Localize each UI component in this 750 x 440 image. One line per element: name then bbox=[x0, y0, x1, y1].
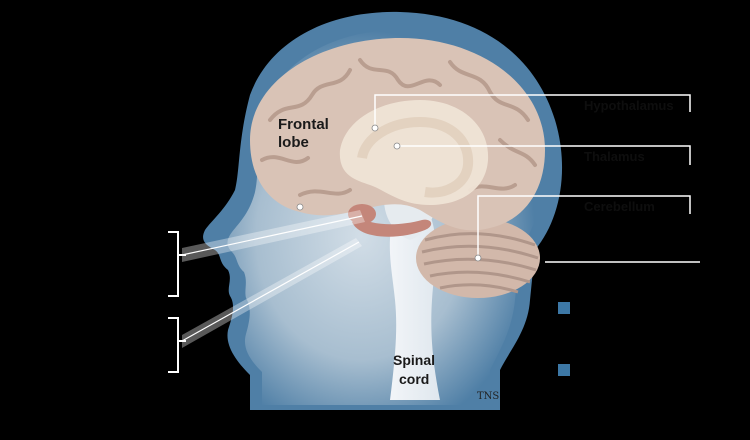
legend-swatch-2 bbox=[558, 364, 570, 376]
beam-line-lower bbox=[181, 241, 360, 342]
label-spinal-cord-2: cord bbox=[399, 371, 429, 387]
dot-thalamus bbox=[393, 142, 401, 150]
beam-line-upper bbox=[181, 215, 363, 256]
light-beam-upper bbox=[182, 210, 365, 262]
label-hypothalamus: Hypothalamus bbox=[584, 98, 674, 113]
label-cerebellum: Cerebellum bbox=[584, 199, 655, 214]
credit-tns: TNS bbox=[477, 391, 499, 402]
dot-hypothalamus bbox=[371, 124, 379, 132]
leader-hypothalamus bbox=[374, 94, 691, 128]
label-spinal-cord-1: Spinal bbox=[393, 352, 435, 368]
thalamus-outline bbox=[357, 116, 474, 198]
dot-frontal bbox=[296, 203, 304, 211]
label-frontal-lobe-2: lobe bbox=[278, 134, 309, 151]
label-thalamus: Thalamus bbox=[584, 149, 645, 164]
bracket-upper bbox=[168, 231, 179, 297]
bracket-lower bbox=[168, 317, 179, 373]
label-frontal-lobe-1: Frontal bbox=[278, 116, 329, 133]
amygdala bbox=[348, 204, 432, 237]
dot-cerebellum bbox=[474, 254, 482, 262]
legend-swatch-1 bbox=[558, 302, 570, 314]
leader-cerebellum bbox=[477, 195, 691, 258]
leader-thalamus bbox=[397, 145, 691, 165]
